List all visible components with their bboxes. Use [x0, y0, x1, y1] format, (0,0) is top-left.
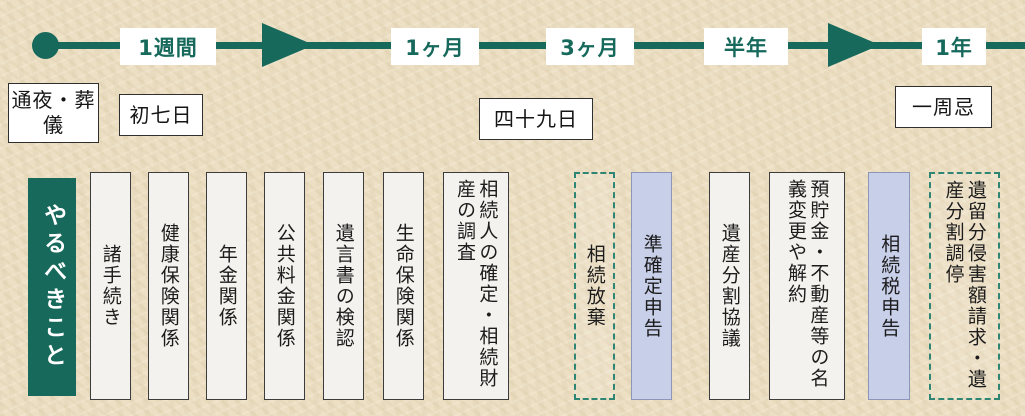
milestone-3-months: 3ヶ月 — [546, 28, 634, 65]
timeline-start-dot — [32, 32, 59, 59]
tasks-header: やるべきこと — [28, 178, 76, 396]
task-estate-division-agreement: 遺産分割協議 — [709, 172, 750, 400]
task-claim-and-mediation: 遺留分侵害額請求・遺産分割調停 — [929, 172, 1000, 400]
task-procedures: 諸手続き — [90, 172, 131, 400]
timeline-arrow-icon — [262, 23, 314, 67]
task-label: 相続放棄 — [583, 244, 606, 328]
milestone-1-month: 1ヶ月 — [391, 28, 479, 65]
timeline-arrow-icon — [828, 23, 880, 67]
task-heirs-and-assets-survey: 相続人の確定・相続財産の調査 — [443, 172, 509, 400]
event-49th-day: 四十九日 — [479, 98, 593, 140]
task-label: 預貯金・不動産等の名義変更や解約 — [785, 179, 830, 389]
task-life-insurance: 生命保険関係 — [383, 172, 424, 400]
event-wake-funeral: 通夜・葬儀 — [8, 83, 99, 143]
task-health-insurance: 健康保険関係 — [148, 172, 189, 400]
task-label: 生命保険関係 — [392, 223, 415, 349]
event-first-anniversary: 一周忌 — [895, 86, 992, 128]
task-inheritance-renunciation: 相続放棄 — [574, 172, 615, 400]
task-label: 遺言書の検認 — [332, 223, 355, 349]
event-7th-day: 初七日 — [119, 94, 203, 136]
task-label: 遺留分侵害額請求・遺産分割調停 — [942, 180, 987, 390]
task-label: 諸手続き — [99, 244, 122, 328]
task-will-probate: 遺言書の検認 — [323, 172, 364, 400]
milestone-1-year: 1年 — [922, 28, 986, 65]
task-pension: 年金関係 — [206, 172, 247, 400]
task-label: 相続人の確定・相続財産の調査 — [454, 179, 499, 389]
task-quasi-final-tax-return: 準確定申告 — [631, 172, 672, 400]
task-name-change-cancellation: 預貯金・不動産等の名義変更や解約 — [769, 172, 845, 400]
task-label: 年金関係 — [215, 244, 238, 328]
task-label: 健康保険関係 — [157, 223, 180, 349]
task-label: 公共料金関係 — [273, 223, 296, 349]
task-label: 遺産分割協議 — [718, 223, 741, 349]
task-utilities: 公共料金関係 — [264, 172, 305, 400]
milestone-half-year: 半年 — [704, 28, 788, 65]
task-inheritance-tax-return: 相続税申告 — [868, 172, 910, 400]
tasks-header-label: やるべきこと — [39, 203, 66, 371]
timeline-line — [45, 42, 1025, 49]
milestone-1-week: 1週間 — [120, 28, 216, 65]
task-label: 相続税申告 — [878, 233, 901, 339]
task-label: 準確定申告 — [640, 233, 663, 339]
